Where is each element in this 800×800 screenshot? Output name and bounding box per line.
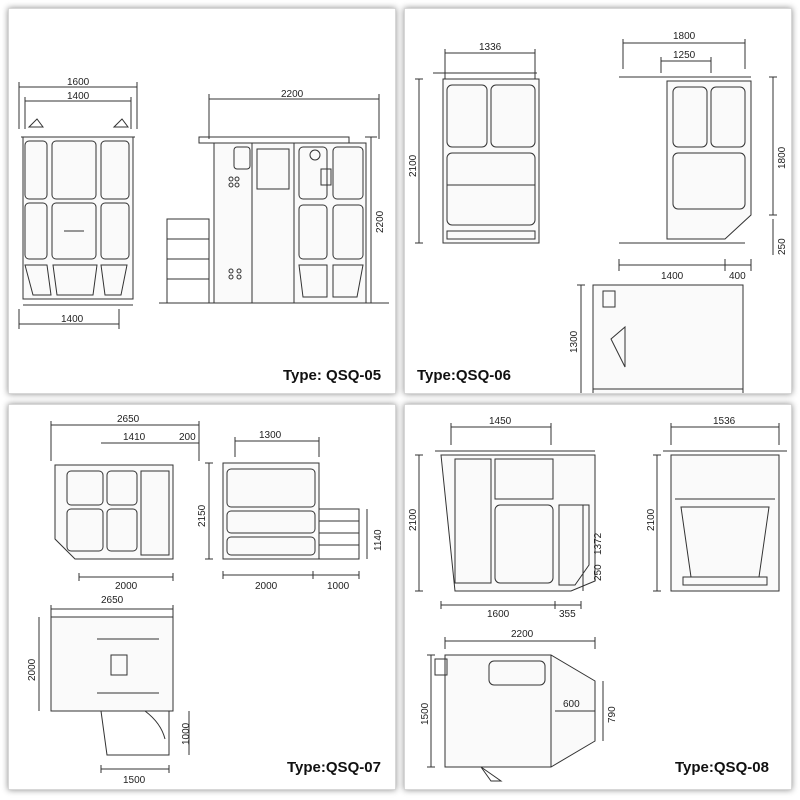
dim-qsq06-1400: 1400 [661,271,684,282]
qsq-05-side-view [159,94,389,304]
dim-qsq07-2650-top: 2650 [117,414,140,425]
dim-qsq07-2000-height: 2000 [27,658,38,681]
dim-qsq06-1336: 1336 [479,42,502,53]
dim-qsq06-1250: 1250 [673,50,696,61]
type-label-qsq-08: Type:QSQ-08 [675,759,769,776]
dim-qsq07-200: 200 [179,432,196,443]
dim-qsq07-2650-plan: 2650 [101,595,124,606]
dim-qsq07-1140: 1140 [373,529,384,551]
dim-qsq07-1000-width: 1000 [327,581,350,592]
dim-qsq07-2150: 2150 [197,504,208,527]
qsq-06-side-view [618,39,777,271]
dim-qsq06-1300: 1300 [569,330,580,353]
qsq-08-front-view [415,423,596,609]
dim-qsq06-1800-height: 1800 [777,146,788,169]
qsq-06-front-view [415,49,540,244]
dim-qsq07-1000-height: 1000 [181,722,192,745]
qsq-07-front-view [50,421,200,581]
dim-qsq08-1500: 1500 [420,702,431,725]
dim-qsq07-1410: 1410 [123,432,146,443]
dim-qsq05-1400-bottom: 1400 [61,314,84,325]
qsq-06-plan-view [577,284,744,393]
dim-qsq08-790: 790 [607,706,618,723]
panel-qsq-06: 1336 2100 1800 1250 1800 250 1400 400 13… [404,8,792,394]
dim-qsq08-1600: 1600 [487,609,510,620]
dim-qsq05-1600: 1600 [67,77,90,88]
panel-qsq-05: 1600 1400 2200 2200 1400 Type: QSQ-05 [8,8,396,394]
dim-qsq08-1372: 1372 [593,532,604,555]
drawing-qsq-06: 1336 2100 1800 1250 1800 250 1400 400 13… [408,31,788,393]
dim-qsq08-2100-front: 2100 [408,508,419,531]
drawing-qsq-07: 2650 1410 200 1300 2150 1140 2000 2000 1… [27,414,384,786]
dim-qsq06-2100: 2100 [408,154,419,177]
drawing-qsq-05: 1600 1400 2200 2200 1400 [18,77,389,329]
dim-qsq05-1400-top: 1400 [67,91,90,102]
dim-qsq08-600: 600 [563,699,580,710]
dim-qsq06-400: 400 [729,271,746,282]
drawing-qsq-08: 1450 2100 1372 250 1600 355 1536 2100 22… [408,416,787,782]
dim-qsq05-2200-top: 2200 [281,89,304,100]
dim-qsq06-1800-width: 1800 [673,31,696,42]
qsq-08-plan-view [427,637,604,782]
dim-qsq07-2000-side: 2000 [255,581,278,592]
panel-qsq-08: 1450 2100 1372 250 1600 355 1536 2100 22… [404,404,792,790]
qsq-05-front-view [18,82,138,329]
dim-qsq05-2200-height: 2200 [375,210,386,233]
qsq-07-side-view [205,437,368,579]
dim-qsq07-1300: 1300 [259,430,282,441]
dim-qsq08-355: 355 [559,609,576,620]
dim-qsq08-1450: 1450 [489,416,512,427]
qsq-07-plan-view [38,605,190,773]
type-label-qsq-07: Type:QSQ-07 [287,759,381,776]
dim-qsq08-250: 250 [593,564,604,581]
type-label-qsq-05: Type: QSQ-05 [283,367,382,384]
dim-qsq08-2200: 2200 [511,629,534,640]
qsq-08-side-view [653,423,787,592]
dim-qsq07-2000-front: 2000 [115,581,138,592]
type-label-qsq-06: Type:QSQ-06 [417,367,511,384]
dim-qsq08-2100-side: 2100 [646,508,657,531]
panel-qsq-07: 2650 1410 200 1300 2150 1140 2000 2000 1… [8,404,396,790]
dim-qsq06-250: 250 [777,238,788,255]
dim-qsq08-1536: 1536 [713,416,736,427]
dim-qsq07-1500: 1500 [123,775,146,786]
